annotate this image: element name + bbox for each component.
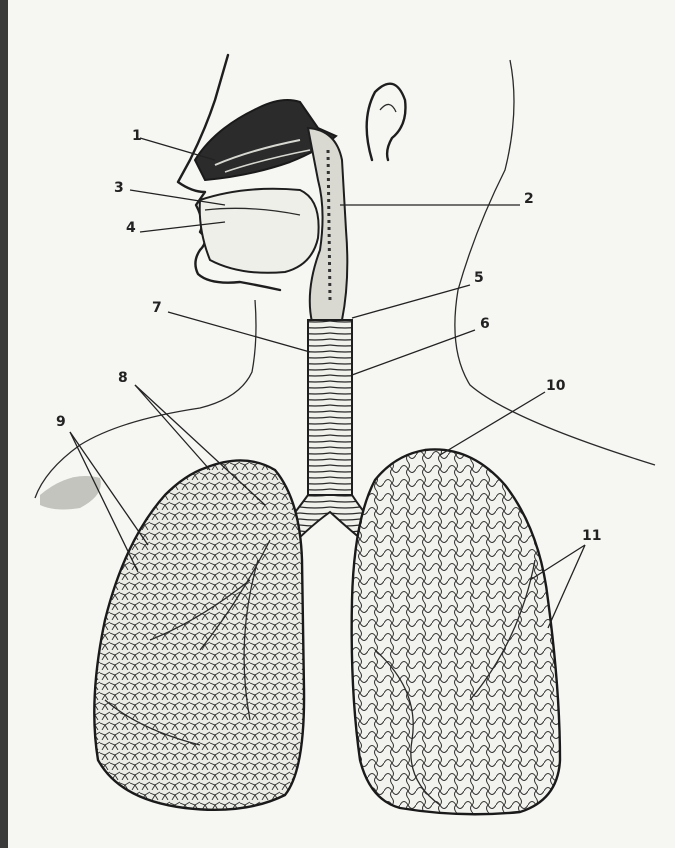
shoulder-sketch [40, 476, 101, 509]
label-6: 6 [480, 316, 490, 332]
label-8: 8 [118, 370, 128, 386]
ear [367, 84, 406, 160]
label-10: 10 [546, 378, 566, 394]
leader-8a [135, 385, 210, 470]
label-11: 11 [582, 528, 601, 544]
page-edge-shadow [0, 0, 8, 848]
label-9: 9 [56, 414, 66, 430]
label-5: 5 [474, 270, 484, 286]
oral-cavity [200, 189, 319, 273]
ear-inner [380, 104, 396, 112]
label-2: 2 [524, 191, 534, 207]
left-lung [352, 449, 560, 814]
leader-6 [352, 330, 475, 375]
trachea [308, 320, 352, 500]
label-3: 3 [114, 180, 124, 196]
back-of-head [455, 60, 655, 465]
leader-5 [352, 285, 470, 318]
label-4: 4 [126, 220, 136, 236]
label-1: 1 [132, 128, 142, 144]
label-7: 7 [152, 300, 162, 316]
leader-7 [168, 312, 310, 352]
